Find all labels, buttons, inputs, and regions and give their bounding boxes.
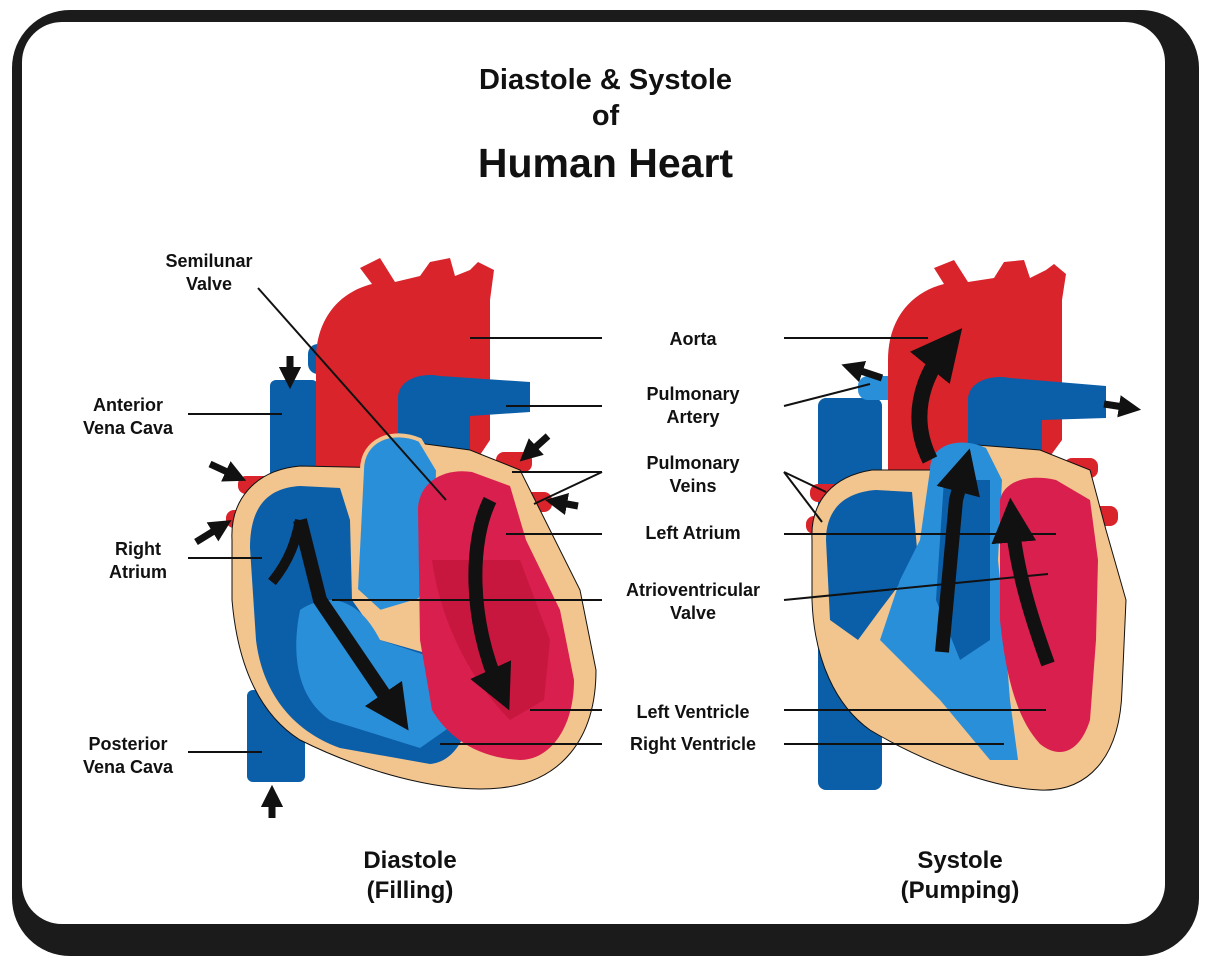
label-pulmonary-artery: Pulmonary Artery [604, 383, 782, 429]
label-atrioventricular-valve: Atrioventricular Valve [604, 579, 782, 625]
label-anterior-vena-cava: Anterior Vena Cava [70, 394, 186, 440]
caption-systole: Systole (Pumping) [870, 846, 1050, 906]
label-left-atrium: Left Atrium [604, 522, 782, 545]
caption-diastole: Diastole (Filling) [320, 846, 500, 906]
label-aorta: Aorta [604, 328, 782, 351]
label-pulmonary-veins: Pulmonary Veins [604, 452, 782, 498]
label-posterior-vena-cava: Posterior Vena Cava [70, 733, 186, 779]
diastole-heart [196, 258, 596, 818]
label-left-ventricle: Left Ventricle [604, 701, 782, 724]
label-right-ventricle: Right Ventricle [604, 733, 782, 756]
label-semilunar-valve: Semilunar Valve [154, 250, 264, 296]
label-right-atrium: Right Atrium [90, 538, 186, 584]
